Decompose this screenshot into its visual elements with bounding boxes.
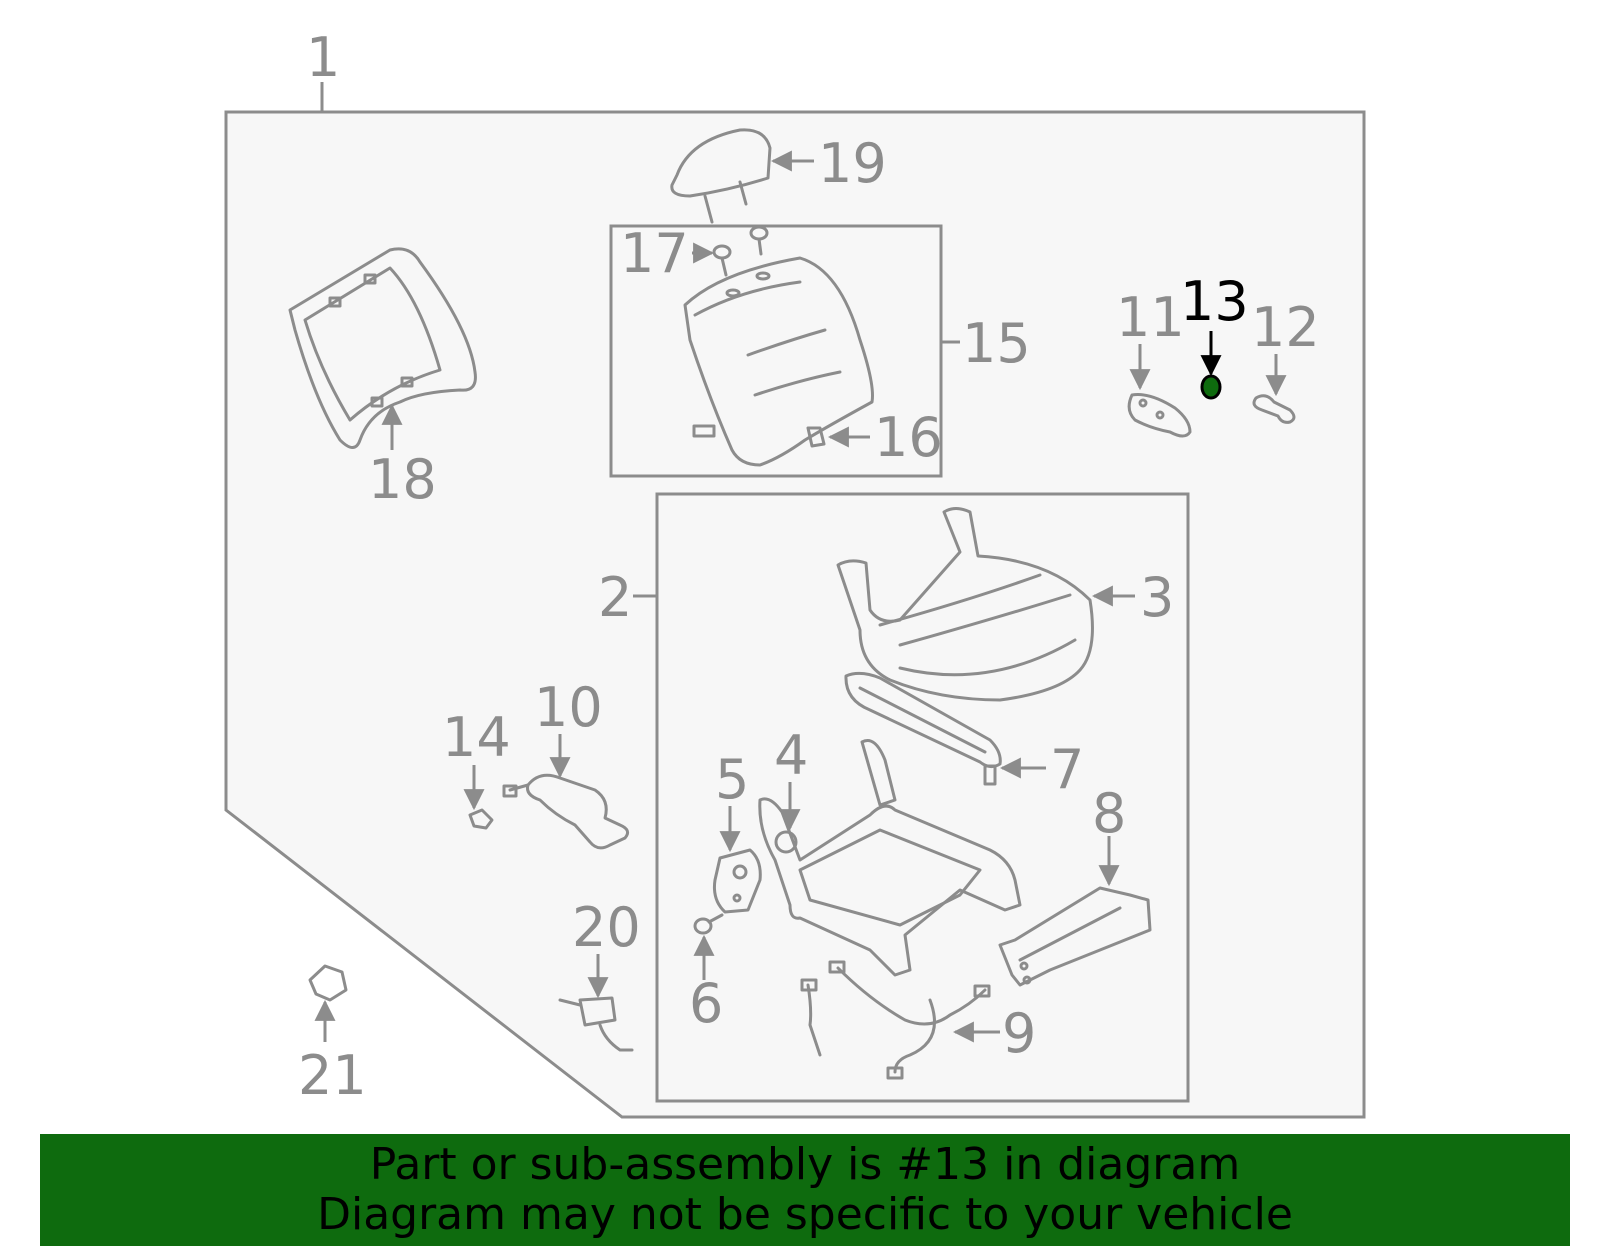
callout-3: 3 [1140, 566, 1174, 629]
banner-line-part-number: Part or sub-assembly is #13 in diagram [369, 1139, 1241, 1190]
switch-part-20 [558, 996, 634, 1052]
callout-21: 21 [298, 1044, 367, 1107]
callout-14: 14 [442, 706, 511, 769]
clip-part-16 [806, 426, 826, 448]
callout-12: 12 [1251, 296, 1320, 359]
callout-4: 4 [774, 724, 808, 787]
banner-line-disclaimer: Diagram may not be specific to your vehi… [317, 1189, 1293, 1240]
callout-11: 11 [1116, 286, 1185, 349]
callout-20: 20 [572, 896, 641, 959]
bracket-part-5 [713, 848, 762, 914]
seat-cushion-box-2 [655, 492, 1190, 1103]
seat-back-cushion-part-15 [683, 256, 874, 467]
hook-part-12 [1252, 394, 1296, 424]
callout-8: 8 [1092, 782, 1126, 845]
sensor-part-10 [502, 773, 630, 850]
callout-18: 18 [368, 448, 437, 511]
clip-part-14 [468, 808, 494, 830]
seat-back-box-15 [609, 224, 943, 478]
callout-1: 1 [306, 26, 340, 89]
seat-cushion-part-3 [836, 507, 1094, 702]
bolt-part-6 [693, 913, 724, 935]
clip-part-21 [308, 964, 348, 1002]
callout-17: 17 [620, 222, 689, 285]
wiring-harness-part-9 [800, 960, 991, 1080]
info-banner: Part or sub-assembly is #13 in diagram D… [40, 1134, 1570, 1246]
cap-part-13 [1200, 374, 1222, 400]
callout-9: 9 [1002, 1002, 1036, 1065]
back-panel-part-18 [288, 247, 477, 449]
callout-5: 5 [715, 748, 749, 811]
bracket-part-11 [1127, 393, 1192, 438]
callout-10: 10 [534, 676, 603, 739]
callout-15: 15 [962, 312, 1031, 375]
callout-6: 6 [689, 972, 723, 1035]
callout-7: 7 [1050, 738, 1084, 801]
callout-19: 19 [818, 132, 887, 195]
headrest-part-19 [670, 128, 772, 224]
side-rail-part-8 [998, 886, 1152, 987]
callout-16: 16 [874, 406, 943, 469]
assembly-boundary-1 [224, 110, 1366, 1119]
callout-2: 2 [598, 566, 632, 629]
callout-13-highlighted: 13 [1180, 270, 1249, 333]
